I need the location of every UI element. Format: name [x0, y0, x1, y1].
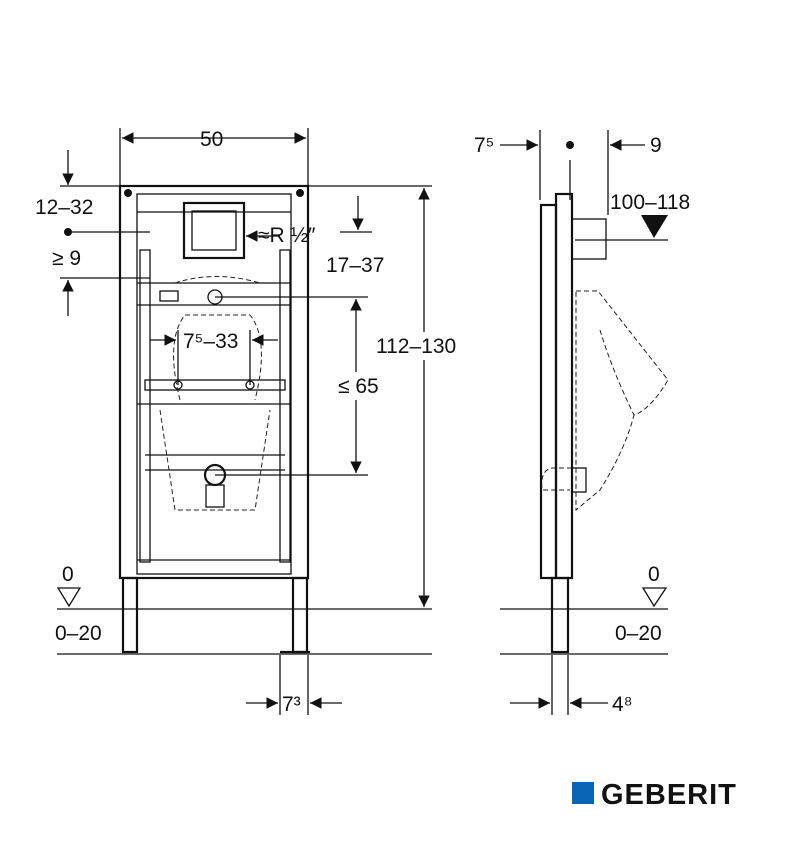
floor-level-label: 0 — [62, 563, 74, 586]
side-floor-level-label: 0 — [648, 563, 660, 586]
top-offset-label: 12–32 — [35, 196, 93, 219]
bracket-spacing-label: 7⁵–33 — [183, 330, 238, 353]
geberit-logo: GEBERIT — [572, 779, 737, 811]
logo-square-icon — [572, 782, 594, 804]
side-floor-level-icon — [641, 587, 668, 608]
height-label: 112–130 — [376, 335, 456, 358]
side-floor-range-label: 0–20 — [615, 622, 662, 645]
connection-depth-label: 9 — [650, 134, 662, 157]
frame — [118, 184, 310, 654]
outlet-distance-label: ≤ 65 — [338, 375, 379, 398]
floor-range-label: 0–20 — [55, 622, 102, 645]
water-connection-label: ≈R ½″ — [258, 224, 316, 247]
right-leg — [291, 576, 309, 654]
leg-depth-label: 4⁸ — [612, 693, 633, 716]
connection-height-label: 100–118 — [610, 191, 690, 214]
side-view: 7⁵ 9 100–118 0 0–20 4⁸ — [474, 130, 690, 716]
min-offset-label: ≥ 9 — [52, 247, 81, 270]
leg-width-label: 7³ — [282, 693, 301, 716]
water-height-label: 17–37 — [326, 254, 384, 277]
width-label: 50 — [200, 128, 223, 151]
left-leg — [121, 576, 139, 654]
frame-depth-label: 7⁵ — [474, 134, 494, 157]
front-view: 50 — [35, 128, 472, 716]
side-frame — [539, 192, 669, 654]
logo-text: GEBERIT — [601, 779, 737, 811]
water-connection-box — [182, 201, 246, 260]
floor-level-icon — [56, 587, 82, 608]
